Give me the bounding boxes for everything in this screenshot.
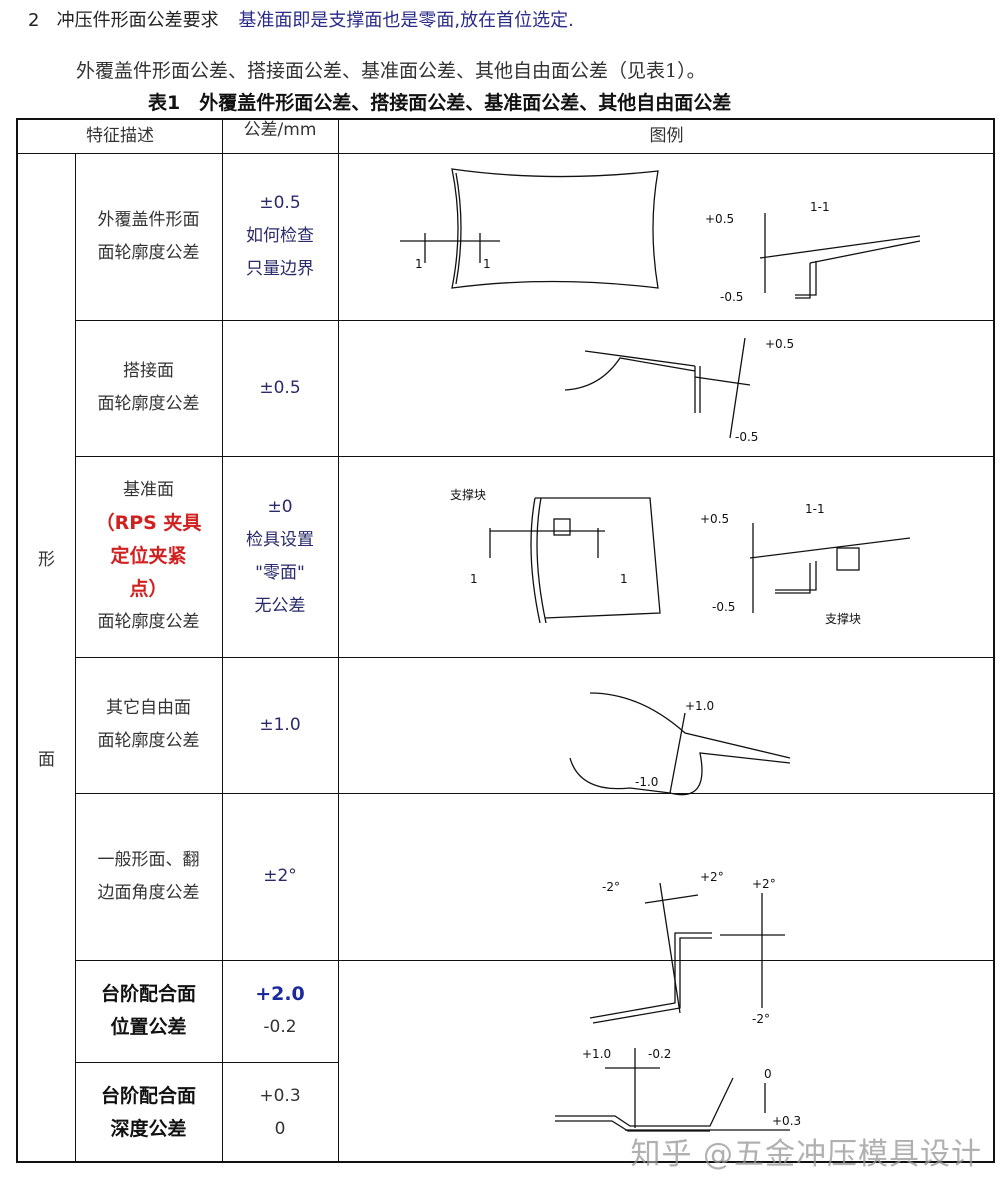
table-caption: 表1 外覆盖件形面公差、搭接面公差、基准面公差、其他自由面公差 [148,92,732,114]
figure-label: -1.0 [635,775,658,789]
figure-label: +0.5 [765,337,794,351]
figure-free-surface: +1.0 -1.0 [569,692,791,796]
header-figure: 图例 [649,126,684,146]
figure-label: -0.2 [648,1047,671,1061]
watermark: 知乎 @五金冲压模具设计 [630,1137,982,1172]
figure-label: -2° [752,1012,770,1026]
figure-datum-surface: 支撑块 1 1 +0.5 1-1 -0.5 支撑块 [450,487,911,626]
feature-cell: 其它自由面面轮廓度公差 [97,698,200,751]
figure-label: -0.5 [712,600,735,614]
feature-cell: 外覆盖件形面面轮廓度公差 [97,209,200,263]
tolerance-cell: ±0.5 [259,377,301,398]
figure-label: +1.0 [582,1047,611,1061]
section-number: 2 [28,10,40,31]
feature-cell: 基准面（RPS 夹具定位夹紧点）面轮廓度公差 [95,480,202,632]
group-label-1: 形 [38,549,55,570]
figure-label: 1 [620,572,628,586]
figure-lap-surface: +0.5 -0.5 [564,337,794,444]
tolerance-cell: ±2° [263,866,297,886]
section-title: 冲压件形面公差要求 [56,10,219,31]
section-note: 基准面即是支撑面也是零面,放在首位选定. [238,10,574,31]
figure-flange-angle: -2° +2° +2° -2° [589,870,785,1026]
feature-cell: 台阶配合面位置公差 [100,983,196,1038]
tolerance-cell: +2.0-0.2 [255,983,305,1037]
figure-label: 1-1 [810,200,830,214]
figure-label: +1.0 [685,699,714,713]
figure-label: 1-1 [805,502,825,516]
figure-label: +0.5 [700,512,729,526]
figure-label: 1 [470,572,478,586]
figure-label: -2° [602,880,620,894]
group-label-2: 面 [38,749,55,770]
feature-cell: 一般形面、翻边面角度公差 [97,849,200,903]
figure-label: +0.3 [772,1114,801,1128]
figure-label: 1 [483,257,491,271]
figure-step-surface: +1.0 -0.2 0 +0.3 [555,1047,801,1132]
feature-cell: 搭接面面轮廓度公差 [97,361,200,414]
intro-paragraph: 外覆盖件形面公差、搭接面公差、基准面公差、其他自由面公差（见表1）。 [76,60,706,82]
figure-label: 支撑块 [450,487,486,502]
header-feature: 特征描述 [86,126,154,146]
figure-label: 0 [764,1067,772,1081]
header-tolerance: 公差/mm [243,120,317,140]
figure-label: -0.5 [735,430,758,444]
figure-drawings: 1 1 +0.5 1-1 -0.5 +0.5 -0.5 支撑块 1 1 +0.5… [400,168,921,1132]
figure-label: -0.5 [720,290,743,304]
figure-outer-panel: 1 1 +0.5 1-1 -0.5 [400,168,921,304]
figure-label: 1 [415,257,423,271]
figure-label: +0.5 [705,212,734,226]
figure-label: +2° [752,877,776,891]
feature-cell: 台阶配合面深度公差 [100,1084,196,1140]
figure-label: +2° [700,870,724,884]
section-heading: 2 冲压件形面公差要求 基准面即是支撑面也是零面,放在首位选定. [28,6,574,32]
tolerance-cell: ±1.0 [259,714,301,735]
figure-label: 支撑块 [825,611,861,626]
